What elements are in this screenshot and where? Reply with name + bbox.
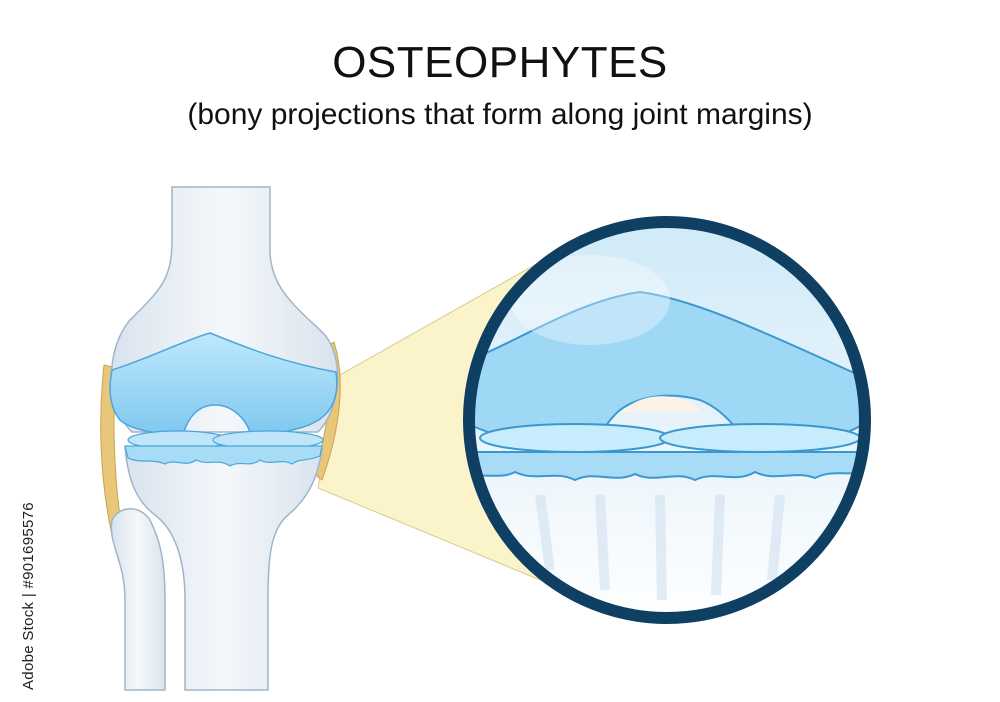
tibia	[124, 447, 323, 691]
diagram-subtitle: (bony projections that form along joint …	[187, 98, 813, 131]
tibial-cartilage	[124, 445, 323, 467]
diagram-title: OSTEOPHYTES	[332, 38, 668, 87]
magnifier-ring	[463, 216, 871, 624]
fibula	[110, 508, 166, 691]
magnified-joint	[469, 222, 865, 618]
